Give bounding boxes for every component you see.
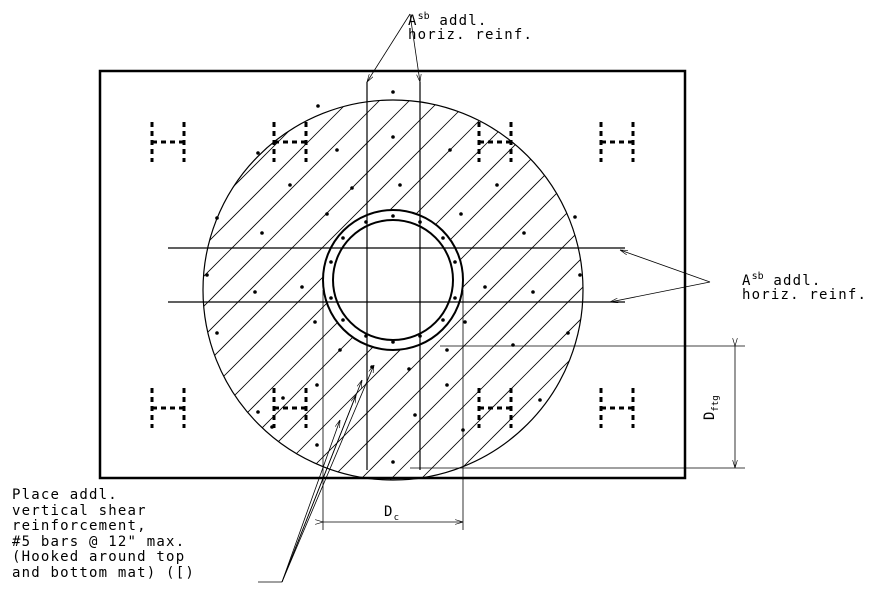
rebar-dot <box>445 383 449 387</box>
rebar-dot <box>391 340 395 344</box>
rebar-dot <box>350 186 354 190</box>
pile-icon <box>477 122 513 162</box>
d-c-label: Dc <box>384 504 401 523</box>
rebar-dot <box>522 231 526 235</box>
hatch-line <box>369 100 584 480</box>
rebar-dot <box>483 285 487 289</box>
hatch-line <box>203 100 431 480</box>
right-asb-label: Asb addl.horiz. reinf. <box>742 271 868 303</box>
rebar-dot <box>391 90 395 94</box>
hatch-line <box>339 100 584 480</box>
rebar-dot <box>448 148 452 152</box>
footing-circle <box>202 99 584 481</box>
hatch-line <box>279 100 584 480</box>
pile-icon <box>599 122 635 162</box>
hatch-line <box>429 100 584 480</box>
hatch-line <box>399 100 584 480</box>
rebar-dot <box>329 296 333 300</box>
hatch-line <box>203 100 371 480</box>
d-ftg-label: Dftg <box>702 395 721 420</box>
rebar-dot <box>391 214 395 218</box>
note-line: #5 bars @ 12" max. <box>12 533 186 550</box>
leaders <box>258 13 745 583</box>
rebar-dot <box>445 348 449 352</box>
rebar-dot <box>459 212 463 216</box>
hatch-line <box>203 100 221 480</box>
hatch-line <box>203 100 341 480</box>
rebar-dot <box>256 151 260 155</box>
rebar-dot <box>453 296 457 300</box>
rebar-dot <box>281 396 285 400</box>
piles <box>150 122 635 428</box>
pile-icon <box>477 388 513 428</box>
rebar-dot <box>463 320 467 324</box>
rebar-dot <box>531 290 535 294</box>
rebar-dot <box>315 383 319 387</box>
pile-icon <box>272 122 308 162</box>
rebar-dot <box>253 290 257 294</box>
rebar-dot <box>256 410 260 414</box>
rebar-dot <box>418 220 422 224</box>
rebar-dot <box>391 460 395 464</box>
column-inner <box>332 219 454 341</box>
note-line: (Hooked around top <box>12 549 186 565</box>
rebar-dot <box>418 334 422 338</box>
hatch-line <box>880 80 895 500</box>
rebar-dot <box>495 183 499 187</box>
rebar-dot <box>316 104 320 108</box>
rebar-dot <box>453 260 457 264</box>
rebar-dot <box>288 183 292 187</box>
pile-icon <box>150 122 186 162</box>
hatch-line <box>203 100 461 480</box>
rebar-dot <box>325 212 329 216</box>
rebar-dot <box>391 135 395 139</box>
pile-icon <box>599 388 635 428</box>
rebar-dot <box>335 148 339 152</box>
top-asb-label: Asb addl.horiz. reinf. <box>408 11 534 43</box>
rebar-dot <box>573 215 577 219</box>
rebar-dot <box>260 231 264 235</box>
note-line: Place addl. <box>12 487 118 503</box>
note-line: and bottom mat) ([) <box>12 564 195 581</box>
column-outer <box>322 209 464 351</box>
rebar-dot <box>205 273 209 277</box>
rebar-dot <box>441 236 445 240</box>
horiz-reinf-bands <box>168 82 625 470</box>
reinforcement-dots <box>205 90 582 464</box>
rebar-dot <box>215 216 219 220</box>
rebar-dot <box>413 413 417 417</box>
rebar-dot <box>538 398 542 402</box>
rebar-dot <box>329 260 333 264</box>
rebar-dot <box>300 285 304 289</box>
rebar-dot <box>364 334 368 338</box>
hatch-line <box>309 100 584 480</box>
rebar-dot <box>338 348 342 352</box>
hatch-line <box>203 100 251 480</box>
rebar-dot <box>315 443 319 447</box>
rebar-dot <box>215 331 219 335</box>
hatch-line <box>203 100 281 480</box>
rebar-dot <box>398 183 402 187</box>
note-line: vertical shear <box>12 502 147 519</box>
hatch-line <box>203 100 401 480</box>
rebar-dot <box>364 220 368 224</box>
note-line: reinforcement, <box>12 518 147 534</box>
rebar-dot <box>407 367 411 371</box>
rebar-dot <box>270 425 274 429</box>
rebar-dot <box>341 236 345 240</box>
rebar-dot <box>441 318 445 322</box>
pile-icon <box>272 388 308 428</box>
rebar-dot <box>341 318 345 322</box>
rebar-dot <box>313 320 317 324</box>
rebar-dot <box>578 273 582 277</box>
rebar-dot <box>566 331 570 335</box>
pile-icon <box>150 388 186 428</box>
